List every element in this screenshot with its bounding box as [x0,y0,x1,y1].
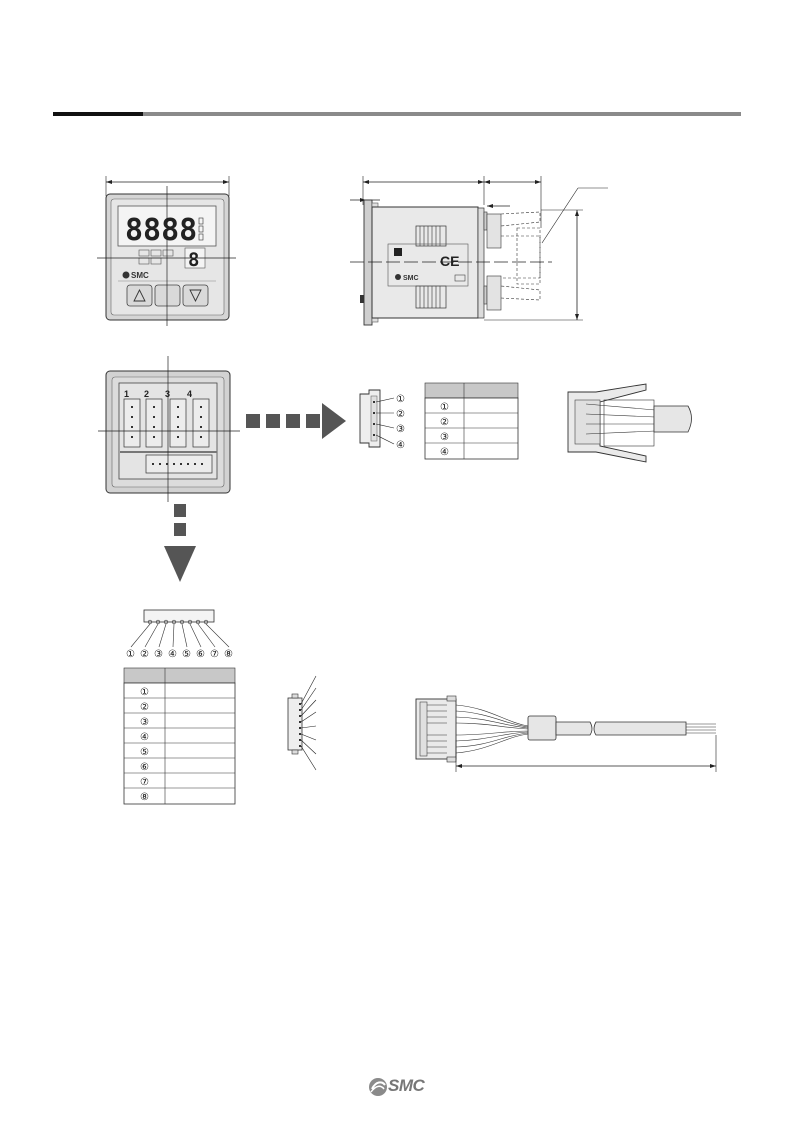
triangle-up-icon [133,288,146,302]
side-brand: SMC [403,275,419,282]
arrow-down-dashed [164,504,196,582]
rear-slot-1 [123,398,141,448]
table8-pin-4: ④ [140,732,149,743]
rear-slot-2 [145,398,163,448]
button-down[interactable] [182,284,209,307]
table4-pin-4: ④ [440,447,449,458]
header8-label-1: ① [126,649,135,660]
header8-label-8: ⑧ [224,649,233,660]
header8-label-4: ④ [168,649,177,660]
sub-display-digit: 8 [188,249,199,271]
rear-terminal-strip [145,454,213,474]
front-view: 8888 8 SMC [97,176,236,326]
rear-view: 1 2 3 4 [98,356,240,502]
table4-pin-3: ③ [440,432,449,443]
ce-mark: CE [440,253,459,269]
connector-4pin-label-2: ② [396,409,405,420]
connector-4pin-label-4: ④ [396,440,405,451]
table8-pin-3: ③ [140,717,149,728]
rear-slot-3 [169,398,187,448]
table8-pin-1: ① [140,687,149,698]
button-middle[interactable] [154,284,181,307]
triangle-down-icon [189,289,202,303]
header-bar-grey [143,112,741,116]
smc-logo-icon [122,271,130,279]
slot-label-2: 2 [144,389,149,399]
header8-label-7: ⑦ [210,649,219,660]
plug-4pin-cable [567,383,692,463]
connector-4pin-label-1: ① [396,394,405,405]
side-view: CE SMC [350,176,608,326]
main-display-digits: 8888 [125,213,197,248]
connector-4pin: ① ② ③ ④ [359,389,405,451]
table8-pin-7: ⑦ [140,777,149,788]
smc-footer-logo-icon [369,1078,387,1096]
header8-label-5: ⑤ [182,649,191,660]
table4-pin-1: ① [440,402,449,413]
header-bar-dark [53,112,143,116]
table8-pin-6: ⑥ [140,762,149,773]
header8-label-3: ③ [154,649,163,660]
table8-pin-2: ② [140,702,149,713]
plug-8pin-side [287,675,317,771]
slot-label-3: 3 [165,389,170,399]
cable-8pin-assembly [415,695,717,772]
rear-slot-4 [192,398,210,448]
slot-label-4: 4 [187,389,192,399]
slot-label-1: 1 [124,389,129,399]
pin-table-8: ① ② ③ ④ ⑤ ⑥ ⑦ ⑧ [123,667,236,805]
header8-label-2: ② [140,649,149,660]
front-brand: SMC [131,271,149,280]
table8-pin-5: ⑤ [140,747,149,758]
table4-pin-2: ② [440,417,449,428]
arrow-right-dashed [246,403,346,439]
pin-table-4: ① ② ③ ④ [424,382,519,460]
footer-logo-text: SMC [388,1076,425,1095]
connector-4pin-label-3: ③ [396,424,405,435]
table8-pin-8: ⑧ [140,792,149,803]
header8-label-6: ⑥ [196,649,205,660]
connector-8pin-header: ① ② ③ ④ ⑤ ⑥ ⑦ ⑧ [126,609,233,660]
button-up[interactable] [126,284,153,307]
